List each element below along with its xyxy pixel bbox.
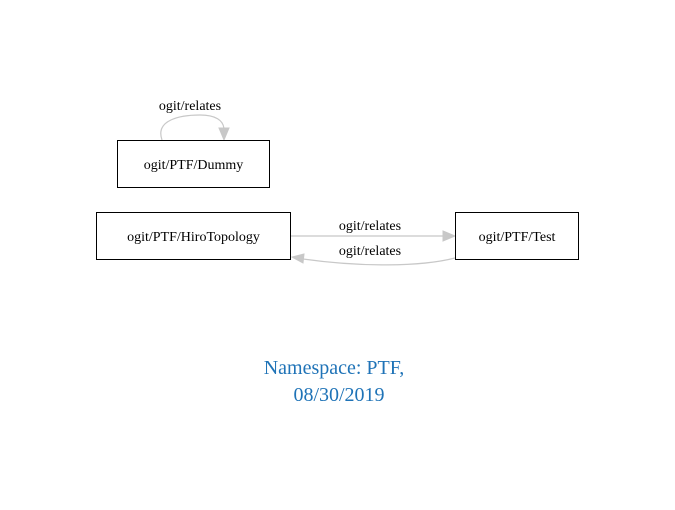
node-test[interactable]: ogit/PTF/Test (455, 212, 579, 260)
node-hiro-topology[interactable]: ogit/PTF/HiroTopology (96, 212, 291, 260)
edge-dummy-self-arrowhead (218, 127, 230, 142)
node-test-label: ogit/PTF/Test (479, 230, 556, 245)
edge-dummy-self-label: ogit/relates (159, 99, 221, 114)
node-dummy-box (117, 140, 270, 188)
edge-hiro-to-test-label: ogit/relates (339, 219, 401, 234)
node-hiro-topology-box (96, 212, 291, 260)
node-dummy-label: ogit/PTF/Dummy (144, 158, 244, 173)
edge-test-to-hiro-label: ogit/relates (339, 244, 401, 259)
edge-test-to-hiro-line (302, 257, 456, 266)
node-dummy[interactable]: ogit/PTF/Dummy (117, 140, 270, 188)
edge-test-to-hiro-arrowhead (290, 253, 305, 264)
edge-dummy-self: ogit/relates (159, 99, 230, 142)
edge-hiro-to-test: ogit/relates (291, 219, 457, 242)
node-hiro-topology-label: ogit/PTF/HiroTopology (127, 230, 260, 245)
caption-date: 08/30/2019 (293, 384, 384, 406)
edge-test-to-hiro: ogit/relates (290, 244, 456, 266)
node-test-box (455, 212, 579, 260)
diagram-caption: Namespace: PTF, 08/30/2019 (264, 357, 405, 406)
edge-dummy-self-line (160, 114, 225, 141)
caption-namespace: Namespace: PTF, (264, 357, 405, 379)
edge-hiro-to-test-arrowhead (442, 230, 457, 242)
